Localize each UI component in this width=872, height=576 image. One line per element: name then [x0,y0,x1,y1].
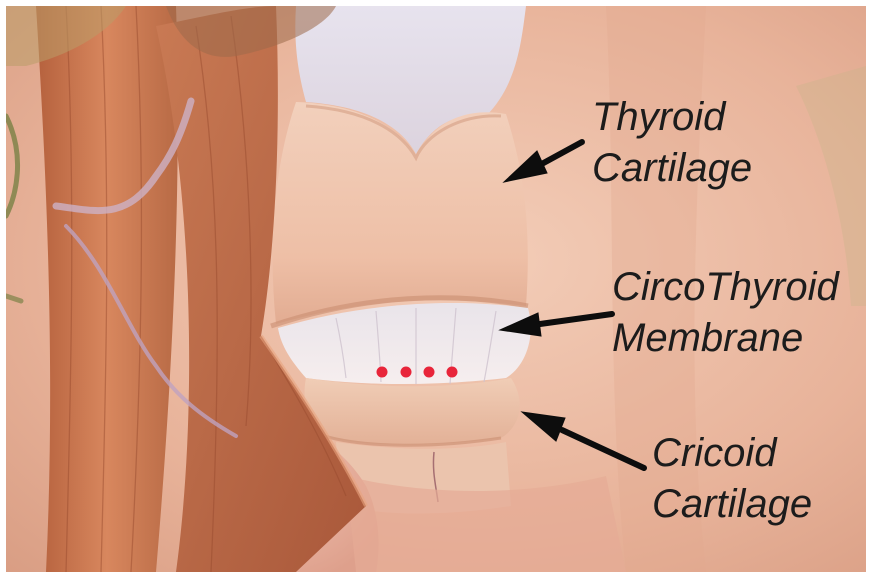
membrane-dot [377,367,388,378]
label-cricothyroid-line2: Membrane [612,313,839,364]
label-cricothyroid-line1: CircoThyroid [612,262,839,313]
membrane-dot [401,367,412,378]
membrane-dot [447,367,458,378]
label-thyroid-line1: Thyroid [592,92,752,143]
label-cricoid-line2: Cartilage [652,479,812,530]
label-thyroid-cartilage: Thyroid Cartilage [592,92,752,194]
label-cricoid-cartilage: Cricoid Cartilage [652,428,812,530]
label-cricoid-line1: Cricoid [652,428,812,479]
cricoid-cartilage [305,378,520,445]
label-cricothyroid-membrane: CircoThyroid Membrane [612,262,839,364]
label-thyroid-line2: Cartilage [592,143,752,194]
membrane-dot [424,367,435,378]
